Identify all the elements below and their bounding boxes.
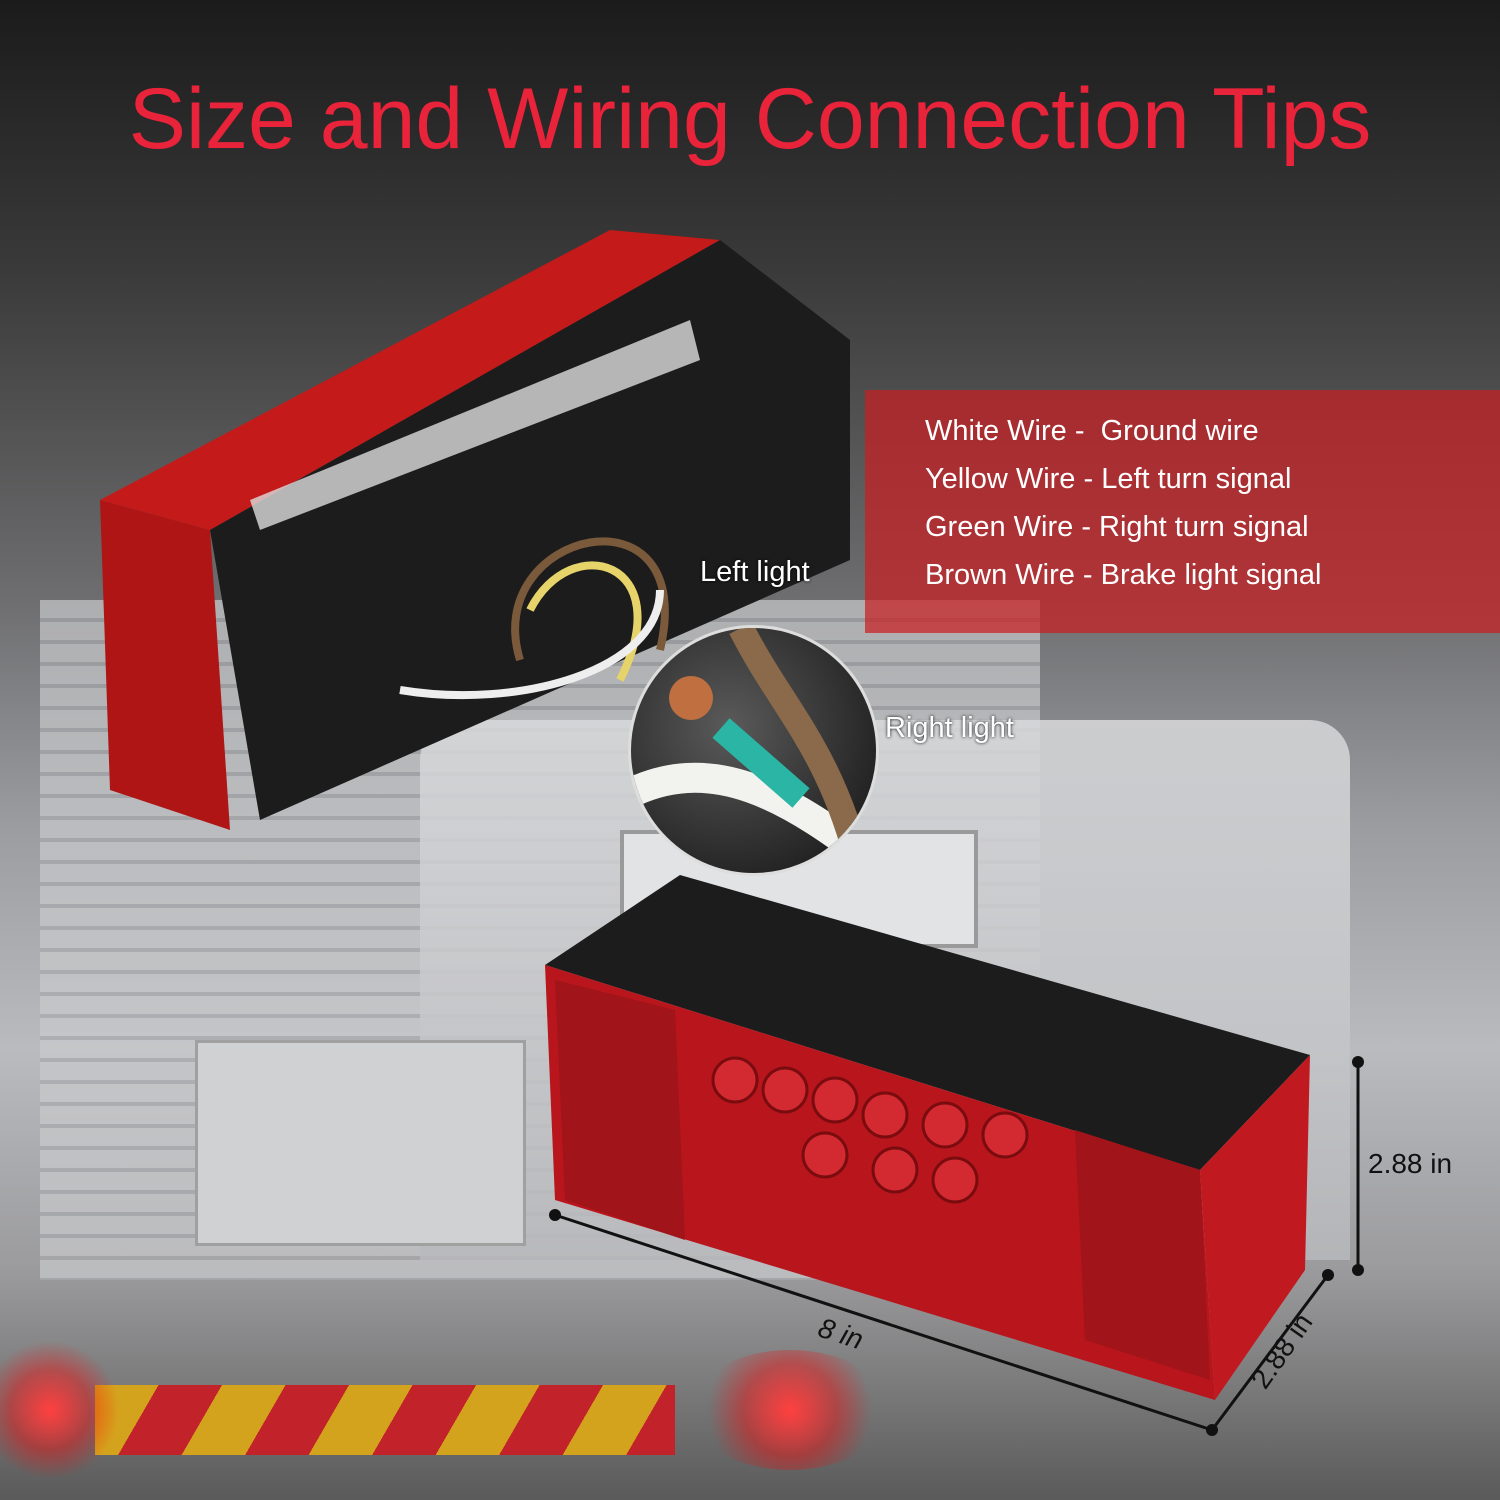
height-dimension: 2.88 in xyxy=(1368,1148,1453,1179)
wiring-item: Yellow Wire - Left turn signal xyxy=(925,463,1292,495)
page-title: Size and Wiring Connection Tips xyxy=(128,71,1372,167)
truck-plate-area xyxy=(195,1040,526,1246)
wiring-item: Brown Wire - Brake light signal xyxy=(925,559,1322,591)
right-light-label: Right light xyxy=(885,712,1014,744)
glow-center xyxy=(690,1350,890,1470)
reflective-bumper xyxy=(95,1385,675,1455)
dimension-lines xyxy=(549,1056,1364,1436)
glow-left xyxy=(0,1340,120,1480)
wiring-info-panel xyxy=(865,390,1500,633)
left-light-image xyxy=(100,230,850,830)
wire-closeup-inset xyxy=(628,625,879,876)
wiring-item: Green Wire - Right turn signal xyxy=(925,511,1309,543)
left-light-label: Left light xyxy=(700,556,810,588)
wiring-item: White Wire - Ground wire xyxy=(925,415,1259,447)
right-light-image xyxy=(545,875,1310,1400)
